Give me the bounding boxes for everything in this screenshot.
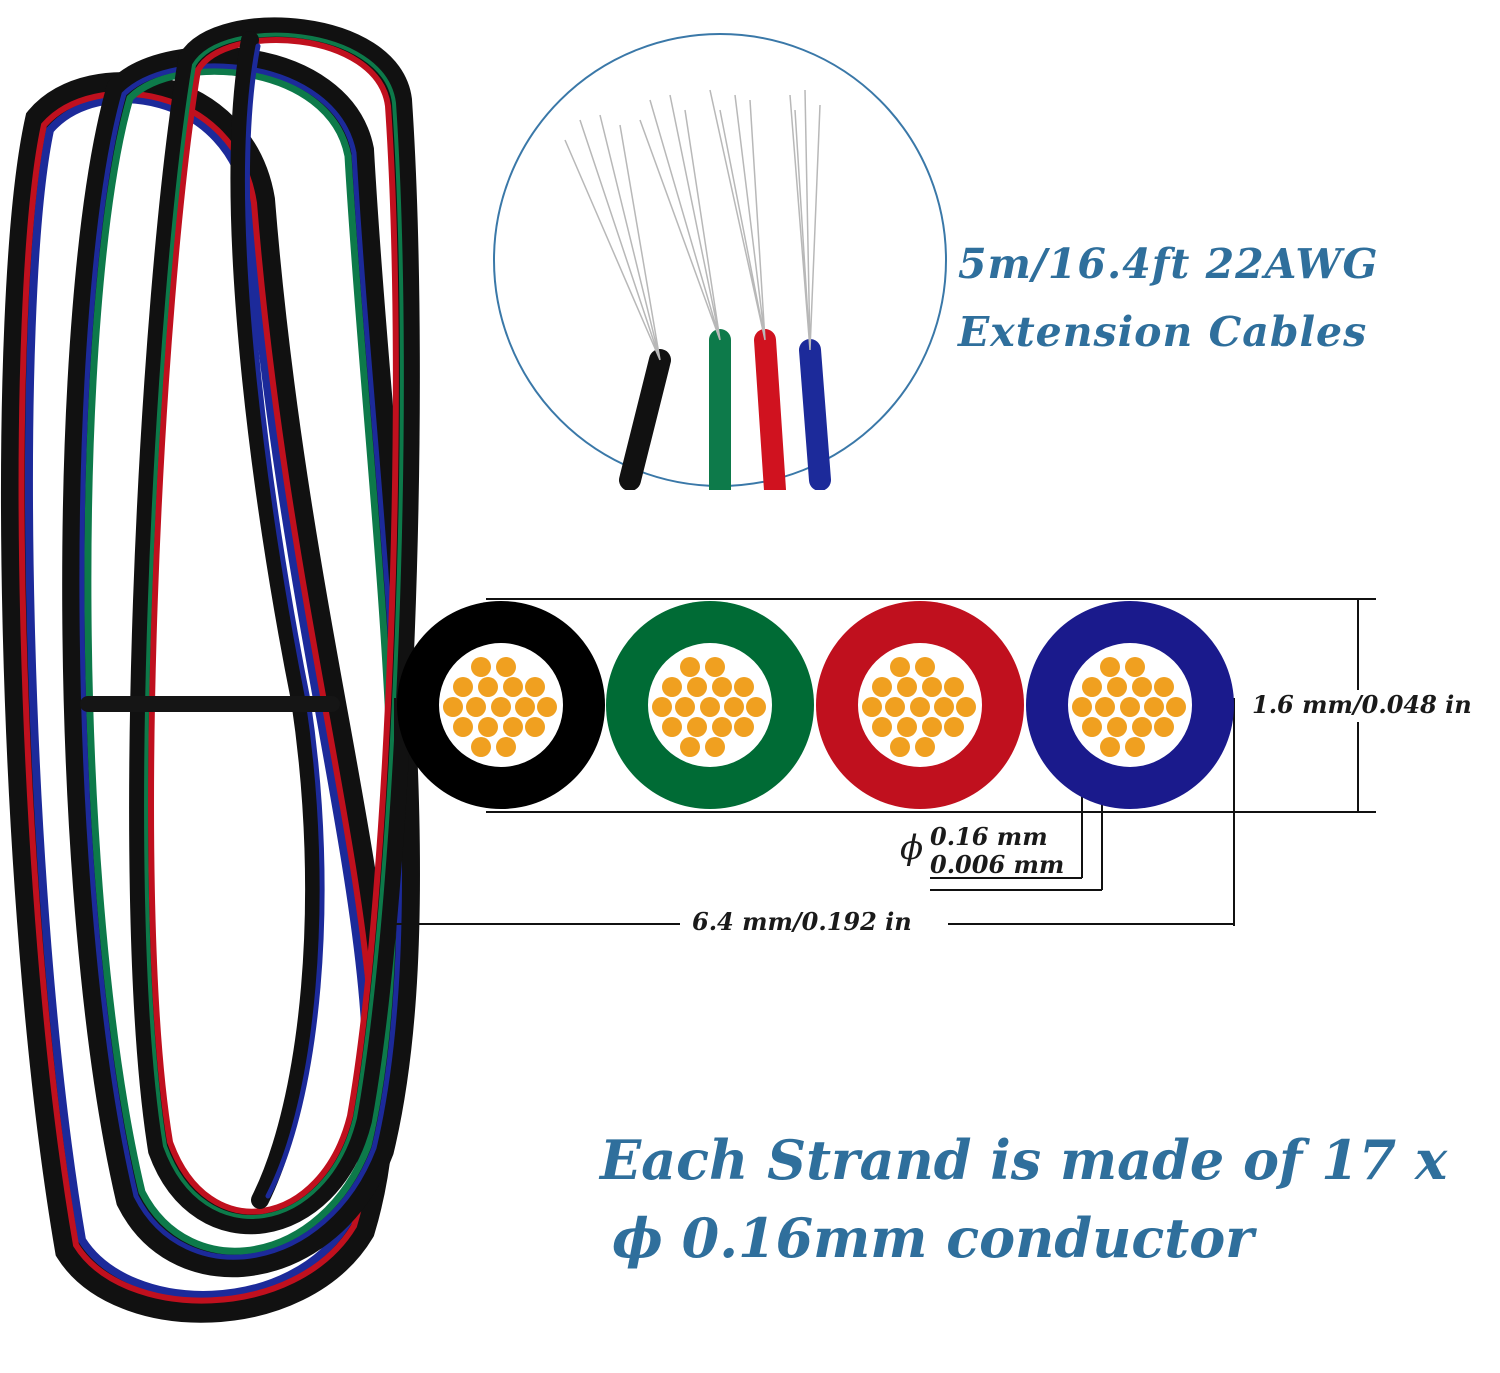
- conductor-strand: [1154, 717, 1174, 737]
- conductor-strand: [705, 737, 725, 757]
- conductor-strand: [1107, 717, 1127, 737]
- conductor-strand: [1100, 737, 1120, 757]
- conductor-strand: [525, 717, 545, 737]
- conductor-strand: [1144, 697, 1164, 717]
- conductor-strand: [956, 697, 976, 717]
- conductor-strand: [915, 657, 935, 677]
- stripped-wire-inset: [493, 33, 947, 490]
- conductor-strand: [1125, 657, 1145, 677]
- conductor-strand: [491, 697, 511, 717]
- coil-loop-2: [62, 46, 420, 1278]
- width-dimension-label: 6.4 mm/0.192 in: [686, 907, 918, 936]
- conductor-strand: [885, 697, 905, 717]
- conductor-strand: [1100, 657, 1120, 677]
- strand-text-line-1: Each Strand is made of 17 x: [600, 1128, 1448, 1192]
- conductor-diameter-mm: 0.16 mm: [930, 822, 1048, 851]
- conductor-strand: [471, 737, 491, 757]
- conductor-strand: [515, 697, 535, 717]
- conductor-strand: [503, 717, 523, 737]
- conductor-strand: [922, 677, 942, 697]
- conductor-strand: [705, 657, 725, 677]
- conductor-strand: [734, 677, 754, 697]
- conductor-strand: [1082, 717, 1102, 737]
- conductor-strand: [680, 737, 700, 757]
- conductor-strand: [478, 717, 498, 737]
- conductor-strand: [680, 657, 700, 677]
- conductor-strand: [1154, 677, 1174, 697]
- headline-line-1: 5m/16.4ft 22AWG: [958, 240, 1379, 288]
- conductor-strand: [662, 717, 682, 737]
- wire-cross-sections: [397, 601, 1234, 809]
- conductor-strand: [675, 697, 695, 717]
- headline-line-2: Extension Cables: [958, 308, 1368, 356]
- coil-loop-3: [129, 17, 420, 1235]
- conductor-strand: [862, 697, 882, 717]
- conductor-strand: [890, 657, 910, 677]
- conductor-strand: [1120, 697, 1140, 717]
- conductor-strand: [525, 677, 545, 697]
- conductor-strand: [934, 697, 954, 717]
- conductor-strand: [687, 677, 707, 697]
- conductor-strand: [712, 677, 732, 697]
- conductor-strand: [496, 737, 516, 757]
- conductor-strand: [478, 677, 498, 697]
- conductor-strand: [471, 657, 491, 677]
- conductor-strand: [1095, 697, 1115, 717]
- conductor-strand: [652, 697, 672, 717]
- conductor-strand: [897, 717, 917, 737]
- stripped-wire-red: [709, 89, 786, 490]
- strand-text-line-2: ϕ 0.16mm conductor: [612, 1206, 1254, 1270]
- conductor-strand: [1132, 677, 1152, 697]
- conductor-strand: [872, 677, 892, 697]
- conductor-strand: [662, 677, 682, 697]
- conductor-strand: [453, 717, 473, 737]
- conductor-strand: [915, 737, 935, 757]
- conductor-strand: [922, 717, 942, 737]
- conductor-diameter-alt: 0.006 mm: [930, 850, 1065, 879]
- conductor-strand: [734, 717, 754, 737]
- cable-tie: [80, 696, 340, 712]
- height-dimension-label: 1.6 mm/0.048 in: [1252, 690, 1472, 719]
- conductor-strand: [712, 717, 732, 737]
- conductor-strand: [700, 697, 720, 717]
- conductor-strand: [453, 677, 473, 697]
- conductor-strand: [1132, 717, 1152, 737]
- conductor-strand: [944, 717, 964, 737]
- conductor-strand: [872, 717, 892, 737]
- conductor-strand: [466, 697, 486, 717]
- stripped-wire-blue: [789, 89, 831, 490]
- conductor-strand: [724, 697, 744, 717]
- conductor-strand: [496, 657, 516, 677]
- conductor-strand: [1082, 677, 1102, 697]
- conductor-strand: [503, 677, 523, 697]
- stripped-wire-green: [639, 94, 731, 490]
- conductor-strand: [687, 717, 707, 737]
- conductor-strand: [1166, 697, 1186, 717]
- coil-loop-4: [230, 31, 325, 1209]
- cable-coil-illustration: [1, 17, 420, 1323]
- conductor-strand: [537, 697, 557, 717]
- conductor-strand: [1072, 697, 1092, 717]
- stripped-wire-black: [564, 114, 671, 490]
- conductor-strand: [443, 697, 463, 717]
- diameter-symbol: ϕ: [900, 828, 924, 868]
- conductor-strand: [1125, 737, 1145, 757]
- conductor-strand: [897, 677, 917, 697]
- conductor-strand: [944, 677, 964, 697]
- dimension-lines: [394, 598, 1376, 926]
- conductor-strand: [1107, 677, 1127, 697]
- conductor-strand: [746, 697, 766, 717]
- conductor-strand: [890, 737, 910, 757]
- conductor-strand: [910, 697, 930, 717]
